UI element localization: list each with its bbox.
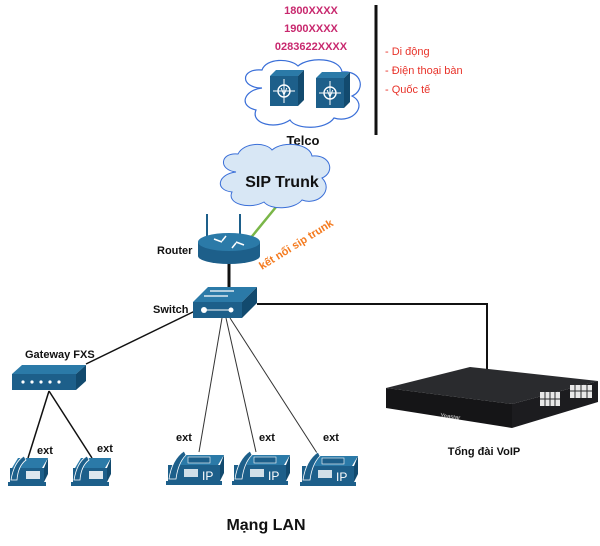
link-switch-gateway <box>85 310 196 365</box>
link-switch-ipphone2 <box>225 317 257 453</box>
link-switch-ipphone1 <box>198 317 223 453</box>
ip-ext-label-3: ext <box>323 432 339 444</box>
pbx-label: Tổng đài VoIP <box>448 446 521 458</box>
router-icon <box>198 214 260 264</box>
links <box>27 206 488 459</box>
voice-switch-icon <box>315 71 351 109</box>
link-gateway-phone2 <box>48 390 93 459</box>
ip-badge: IP <box>336 470 347 484</box>
telco-cloud <box>244 59 361 128</box>
link-switch-ipphone3 <box>229 317 318 454</box>
link-sip-router <box>248 206 277 241</box>
analog-phone-icon <box>7 455 49 487</box>
switch-icon <box>193 287 257 318</box>
router-label: Router <box>157 245 193 257</box>
voip-pbx-device: Yeastar <box>386 367 598 428</box>
telco-numbers: 1800XXXX 1900XXXX 0283622XXXX <box>275 5 348 53</box>
ip-phone-3: IP <box>299 451 359 487</box>
analog-ext-label-2: ext <box>97 443 113 455</box>
analog-ext-label-1: ext <box>37 445 53 457</box>
sip-trunk-label: SIP Trunk <box>245 174 319 191</box>
analog-phone-icon <box>70 455 112 487</box>
ip-badge: IP <box>268 469 279 483</box>
sip-connection-label: kết nối sip trunk <box>257 217 336 273</box>
link-switch-pbx <box>257 303 488 383</box>
ip-phone-2: IP <box>231 450 291 486</box>
number-1800: 1800XXXX <box>284 5 338 17</box>
lan-label: Mạng LAN <box>226 517 305 534</box>
service-landline: - Điện thoại bàn <box>385 65 463 77</box>
gateway-fxs-icon <box>12 365 86 390</box>
pbx-brand-logo: Yeastar <box>440 413 461 422</box>
ip-phone-1: IP <box>165 450 225 486</box>
number-1900: 1900XXXX <box>284 23 338 35</box>
ip-phone-icon <box>165 450 225 486</box>
link-gateway-phone1 <box>27 390 50 459</box>
ip-badge: IP <box>202 469 213 483</box>
voice-switch-icon <box>269 69 305 107</box>
telco-services: - Di động - Điện thoại bàn - Quốc tế <box>385 46 463 96</box>
number-0283622: 0283622XXXX <box>275 41 348 53</box>
ip-phone-icon <box>231 450 291 486</box>
switch-label: Switch <box>153 304 189 316</box>
ip-ext-label-2: ext <box>259 432 275 444</box>
gateway-label: Gateway FXS <box>25 349 95 361</box>
service-international: - Quốc tế <box>385 84 430 96</box>
sip-trunk-cloud <box>220 143 331 209</box>
service-mobile: - Di động <box>385 46 430 58</box>
ip-ext-label-1: ext <box>176 432 192 444</box>
ip-phone-icon <box>299 451 359 487</box>
